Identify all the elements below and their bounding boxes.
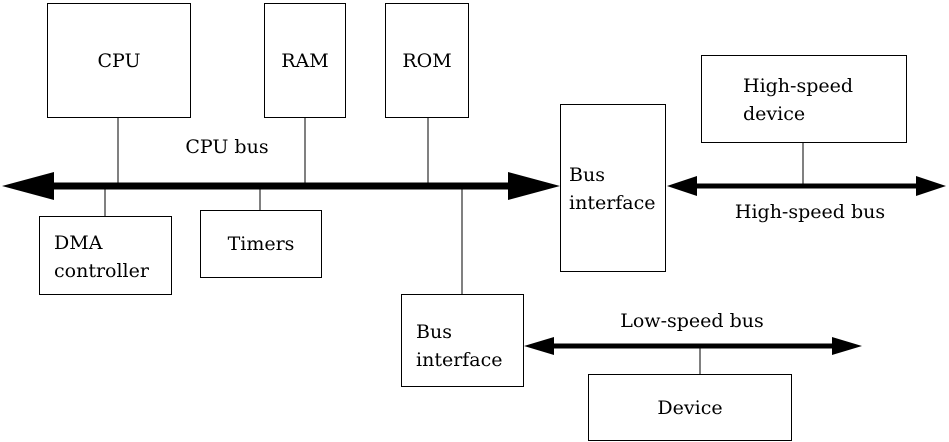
cpu-label: CPU: [97, 50, 140, 72]
cpu-bus-arrow: [2, 172, 560, 200]
rom-block: ROM: [385, 3, 469, 118]
high-speed-device-label-line2: device: [743, 103, 805, 125]
dma-label-line2: controller: [54, 260, 150, 282]
bus-interface-1-label-line2: interface: [569, 192, 656, 214]
bus-interface-1-block: Bus interface: [560, 104, 666, 272]
dma-label-line1: DMA: [54, 232, 103, 254]
high-speed-bus-label: High-speed bus: [735, 201, 885, 223]
device-block: Device: [588, 374, 792, 441]
bus-interface-2-block: Bus interface: [401, 294, 524, 387]
bus-interface-2-label-line2: interface: [416, 349, 503, 371]
ram-label: RAM: [281, 50, 328, 72]
device-label: Device: [657, 397, 722, 419]
ram-block: RAM: [264, 3, 346, 118]
high-speed-device-block: High-speed device: [701, 55, 907, 143]
dma-controller-block: DMA controller: [39, 216, 172, 295]
low-speed-bus-arrow: [524, 337, 862, 355]
timers-label: Timers: [228, 233, 295, 255]
cpu-block: CPU: [47, 3, 191, 118]
high-speed-bus-arrow: [667, 176, 946, 196]
bus-interface-2-label-line1: Bus: [416, 321, 452, 343]
bus-interface-1-label-line1: Bus: [569, 164, 605, 186]
low-speed-bus-label: Low-speed bus: [620, 310, 764, 332]
timers-block: Timers: [200, 210, 322, 278]
cpu-bus-label: CPU bus: [185, 136, 268, 158]
rom-label: ROM: [402, 50, 451, 72]
high-speed-device-label-line1: High-speed: [743, 75, 853, 97]
